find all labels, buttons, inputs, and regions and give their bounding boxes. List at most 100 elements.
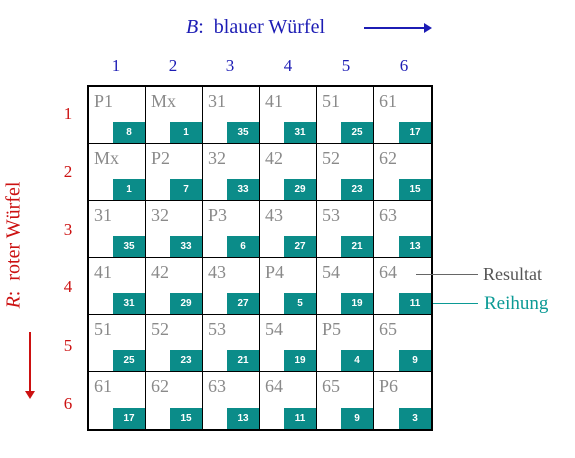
- cell-result: P1: [94, 91, 114, 111]
- cell-result: 42: [151, 262, 169, 282]
- column-number-5: 5: [341, 56, 351, 75]
- cell-result: P5: [322, 319, 342, 339]
- cell-rank-badge: 17: [399, 122, 431, 143]
- cell-result: P6: [379, 376, 399, 396]
- legend-result-label: Resultat: [483, 264, 542, 284]
- cell-result: 65: [322, 376, 340, 396]
- cell-rank-badge: 19: [284, 350, 316, 371]
- row-number-4: 4: [63, 277, 73, 296]
- cell-rank-badge: 35: [227, 122, 259, 143]
- grid-cell: P5 4: [317, 315, 374, 372]
- cell-rank-badge: 13: [399, 236, 431, 257]
- right-arrow-icon: [364, 23, 432, 33]
- cell-result: 52: [151, 319, 169, 339]
- cell-result: 43: [265, 205, 283, 225]
- cell-rank-badge: 25: [113, 350, 145, 371]
- cell-rank-badge: 1: [170, 122, 202, 143]
- cell-rank-badge: 9: [341, 408, 373, 429]
- cell-rank-badge: 31: [284, 122, 316, 143]
- cell-rank-badge: 11: [399, 293, 431, 314]
- cell-rank-badge: 15: [170, 408, 202, 429]
- cell-rank-badge: 19: [341, 293, 373, 314]
- cell-rank-badge: 27: [227, 293, 259, 314]
- row-number-3: 3: [63, 220, 73, 239]
- column-number-1: 1: [111, 56, 121, 75]
- cell-rank-badge: 29: [284, 179, 316, 200]
- cell-result: P2: [151, 148, 171, 168]
- row-number-5: 5: [63, 336, 73, 355]
- cell-result: 41: [94, 262, 112, 282]
- down-arrow-icon: [25, 332, 35, 399]
- cell-result: 64: [265, 376, 283, 396]
- cell-result: 32: [151, 205, 169, 225]
- column-number-2: 2: [168, 56, 178, 75]
- cell-rank-badge: 9: [399, 350, 431, 371]
- cell-rank-badge: 4: [341, 350, 373, 371]
- cell-rank-badge: 33: [227, 179, 259, 200]
- cell-rank-badge: 13: [227, 408, 259, 429]
- column-number-4: 4: [283, 56, 293, 75]
- cell-rank-badge: 21: [227, 350, 259, 371]
- cell-rank-badge: 15: [399, 179, 431, 200]
- column-number-6: 6: [399, 56, 409, 75]
- cell-result: 54: [265, 319, 283, 339]
- blue-die-title: blauer Würfel: [213, 16, 326, 38]
- legend-rank-leader-line: [433, 303, 478, 304]
- cell-rank-badge: 23: [170, 350, 202, 371]
- blue-die-variable: B: [186, 16, 199, 38]
- cell-result: 61: [94, 376, 112, 396]
- cell-rank-badge: 6: [227, 236, 259, 257]
- cell-result: 31: [208, 91, 226, 111]
- cell-rank-badge: 25: [341, 122, 373, 143]
- red-die-variable: R: [2, 296, 25, 309]
- cell-result: 63: [208, 376, 226, 396]
- cell-result: 52: [322, 148, 340, 168]
- cell-rank-badge: 7: [170, 179, 202, 200]
- cell-rank-badge: 3: [399, 408, 431, 429]
- column-number-3: 3: [225, 56, 235, 75]
- cell-rank-badge: 35: [113, 236, 145, 257]
- cell-result: 54: [322, 262, 340, 282]
- cell-result: 42: [265, 148, 283, 168]
- cell-result: 53: [208, 319, 226, 339]
- cell-result: 62: [151, 376, 169, 396]
- cell-result: 61: [379, 91, 397, 111]
- blue-die-colon: :: [198, 16, 204, 38]
- cell-rank-badge: 17: [113, 408, 145, 429]
- cell-rank-badge: 11: [284, 408, 316, 429]
- cell-rank-badge: 23: [341, 179, 373, 200]
- cell-result: 62: [379, 148, 397, 168]
- cell-rank-badge: 5: [284, 293, 316, 314]
- cell-rank-badge: 29: [170, 293, 202, 314]
- legend-result-leader-line: [416, 274, 478, 275]
